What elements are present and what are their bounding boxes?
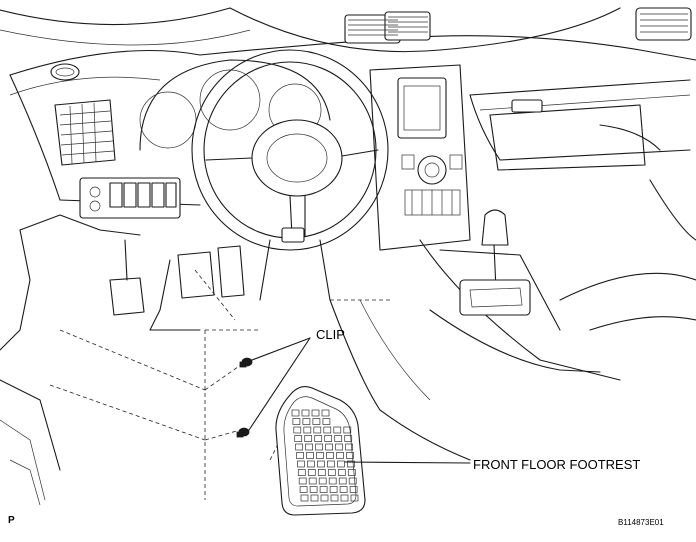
left-speaker — [50, 63, 80, 81]
footrest-grid-cell — [298, 477, 307, 485]
footrest-grid-cell — [294, 435, 303, 442]
footrest-grid-cell — [322, 418, 331, 425]
clip-label: CLIP — [316, 327, 345, 342]
footrest-label: FRONT FLOOR FOOTREST — [473, 457, 641, 472]
footrest-grid-cell — [336, 452, 344, 459]
footrest-grid-cell — [321, 409, 330, 417]
footrest-grid-cell — [317, 460, 325, 468]
footrest-grid-cell — [349, 486, 358, 493]
footrest-grid-cell — [307, 460, 315, 468]
pedals — [109, 239, 245, 316]
footrest-grid-cell — [299, 486, 308, 493]
footrest-grid-cell — [302, 418, 311, 425]
footrest-grid-cell — [317, 469, 326, 476]
footrest-grid-cell — [334, 435, 343, 442]
floor-lines — [149, 259, 471, 461]
footrest-grid-cell — [319, 486, 328, 493]
footrest-grid-cell — [301, 409, 310, 417]
footrest-grid-cell — [318, 477, 327, 485]
footrest-grid-cell — [316, 452, 324, 459]
door-sill — [0, 214, 141, 506]
switch-panel — [79, 177, 181, 219]
footrest-grid-cell — [327, 460, 335, 468]
figure-id: B114873E01 — [618, 518, 664, 527]
footrest-grid-cell — [291, 409, 300, 417]
footrest-grid-cell — [312, 418, 321, 425]
footrest-grid-cell — [344, 435, 353, 442]
footrest-grid-cell — [324, 435, 333, 442]
footrest-grid-cell — [340, 494, 349, 502]
footrest-grid-cell — [306, 452, 314, 459]
footrest-grid-cell — [337, 460, 345, 468]
footrest-grid-cell — [297, 469, 306, 476]
footrest-grid-cell — [303, 426, 312, 434]
footrest-grid-cell — [308, 477, 317, 485]
footrest-grid-cell — [297, 460, 305, 468]
footrest-grid-cell — [335, 443, 343, 451]
footrest-grid-cell — [329, 486, 338, 493]
footrest-grid-cell — [343, 426, 352, 434]
footrest-grid-cell — [309, 486, 318, 493]
footrest-grid-cell — [314, 435, 323, 442]
footrest-grid-cell — [347, 460, 355, 468]
footrest-grid-cell — [350, 494, 359, 502]
left-side-vent — [54, 99, 116, 166]
footrest-grid-cell — [296, 452, 304, 459]
footrest-leader-line — [344, 461, 471, 464]
footrest-grid-cell — [325, 443, 333, 451]
footrest-grid-cell — [295, 443, 303, 451]
footrest-grid-cell — [330, 494, 339, 502]
footrest-grid-cell — [320, 494, 329, 502]
footrest-grid-cell — [323, 426, 332, 434]
footrest-grid-cell — [337, 469, 346, 476]
view-code: P — [8, 515, 15, 526]
steering-wheel — [191, 49, 389, 251]
footrest-grid-cell — [348, 477, 357, 485]
footrest-grid-cell — [326, 452, 334, 459]
windshield-outline — [0, 7, 621, 53]
footrest-grid-cell — [338, 477, 347, 485]
glovebox — [489, 99, 661, 171]
footrest-grid-cell — [293, 426, 302, 434]
footrest-grid-cell — [328, 477, 337, 485]
footrest-grid-cell — [310, 494, 319, 502]
footrest-grid-cell — [339, 486, 348, 493]
clip-upper — [239, 357, 253, 368]
center-console — [369, 64, 471, 251]
footrest-grid-cell — [327, 469, 336, 476]
right-side-vent — [635, 7, 692, 41]
footrest-grid-cell — [345, 443, 353, 451]
footrest-grid-cell — [346, 452, 354, 459]
footrest-grid-cell — [292, 418, 301, 425]
front-floor-footrest — [275, 386, 366, 516]
right-seat — [559, 179, 696, 331]
footrest-grid-cell — [304, 435, 313, 442]
footrest-grid-cell — [315, 443, 323, 451]
footrest-grid-cell — [347, 469, 356, 476]
center-top-vents — [344, 11, 431, 44]
footrest-grid-cell — [300, 494, 309, 502]
footrest-grid-cell — [313, 426, 322, 434]
footrest-grid-cell — [307, 469, 316, 476]
clip-lower — [236, 427, 250, 438]
steering-column — [259, 239, 331, 301]
footrest-grid-cell — [305, 443, 313, 451]
clip-leader-lines — [248, 337, 311, 431]
footrest-grid-cell — [311, 409, 320, 417]
footrest-grid-cell — [333, 426, 342, 434]
shift-console — [419, 209, 621, 381]
